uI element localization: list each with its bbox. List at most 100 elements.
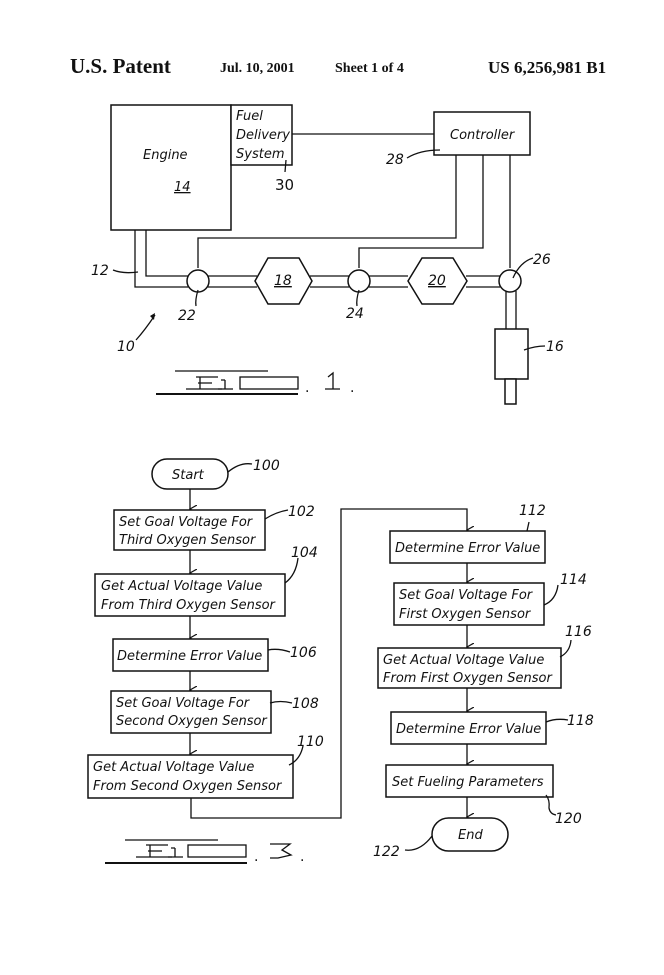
step-104-ref: 104: [291, 545, 318, 561]
step-108-ref: 108: [292, 696, 319, 712]
step-108: [110, 690, 272, 734]
controller-ref: 28: [386, 152, 404, 168]
svg-text:.: .: [350, 380, 354, 396]
controller-label: Controller: [450, 128, 516, 143]
muffler-16: [494, 328, 529, 380]
engine-label: Engine: [143, 148, 188, 163]
controller-block: [433, 111, 531, 156]
leader-102: [264, 509, 289, 520]
oxygen-sensor-24: [347, 269, 371, 293]
leader-106: [267, 648, 291, 653]
patent-header-title: U.S. Patent: [70, 54, 171, 78]
step-104: [94, 573, 286, 617]
sensor-24-ref: 24: [346, 306, 364, 322]
fuel-delivery-line2: Delivery: [236, 128, 290, 143]
patent-number: US 6,256,981 B1: [488, 58, 607, 77]
step-110-ref: 110: [297, 734, 324, 750]
step-112: [389, 530, 546, 564]
step-120-ref: 120: [555, 811, 582, 827]
catalyst-18-ref: 18: [274, 273, 292, 289]
step-114-ref: 114: [560, 572, 587, 588]
leader-108: [269, 700, 293, 704]
sensor-26-ref: 26: [533, 252, 551, 268]
leader-116: [559, 639, 572, 658]
pipe-ref: 12: [91, 263, 109, 279]
step-114-line1: Set Goal Voltage For: [399, 588, 534, 603]
start-ref: 100: [253, 458, 280, 474]
step-104-line1: Get Actual Voltage Value: [101, 579, 262, 594]
leader-10: [135, 314, 156, 341]
fig3-flowchart: Start 100 Set Goal Voltage For Third Oxy…: [87, 458, 594, 865]
step-114: [393, 582, 545, 626]
step-106: [112, 638, 269, 672]
step-106-line1: Determine Error Value: [117, 649, 262, 664]
step-116: [377, 647, 562, 689]
sensor-22-ref: 22: [178, 308, 196, 324]
step-116-ref: 116: [565, 624, 592, 640]
svg-text:.: .: [300, 849, 304, 865]
leader-28: [406, 149, 441, 159]
step-110-line1: Get Actual Voltage Value: [93, 760, 254, 775]
exhaust-pipe-inner: [145, 230, 188, 277]
leader-122: [404, 835, 433, 851]
oxygen-sensor-22: [186, 269, 210, 293]
step-118-line1: Determine Error Value: [396, 722, 541, 737]
leader-16: [523, 345, 546, 351]
leader-26: [512, 257, 534, 279]
catalyst-18: [254, 257, 313, 305]
svg-text:.: .: [254, 849, 258, 865]
step-102: [113, 509, 266, 551]
leader-22: [195, 289, 199, 307]
wire-sensor-22: [197, 155, 457, 268]
system-ref: 10: [117, 339, 135, 355]
leader-114: [543, 584, 559, 606]
leader-100: [227, 463, 253, 473]
step-112-ref: 112: [519, 503, 546, 519]
fuel-delivery-ref: 30: [275, 176, 294, 194]
fuel-delivery-line1: Fuel: [236, 109, 263, 124]
wire-sensor-24: [358, 155, 484, 268]
leader-112: [526, 521, 530, 532]
step-116-line2: From First Oxygen Sensor: [383, 671, 553, 686]
step-120: [385, 764, 554, 798]
catalyst-20: [407, 257, 468, 305]
patent-date: Jul. 10, 2001: [220, 61, 295, 76]
fig1-caption: . .: [156, 370, 354, 396]
end-label: End: [458, 828, 483, 843]
flow-connector: [190, 508, 467, 819]
engine-ref: 14: [174, 180, 191, 195]
engine-block: [110, 104, 232, 231]
step-102-ref: 102: [288, 504, 315, 520]
step-118-ref: 118: [567, 713, 594, 729]
start-label: Start: [172, 468, 205, 483]
step-116-line1: Get Actual Voltage Value: [383, 653, 544, 668]
fuel-delivery-block: [230, 104, 293, 166]
step-114-line2: First Oxygen Sensor: [399, 607, 532, 622]
step-110-line2: From Second Oxygen Sensor: [93, 779, 283, 794]
step-102-line1: Set Goal Voltage For: [119, 515, 254, 530]
muffler-ref: 16: [546, 339, 564, 355]
leader-104: [284, 557, 299, 584]
end-ref: 122: [373, 844, 400, 860]
leader-24: [356, 289, 360, 307]
leader-118: [545, 718, 569, 723]
leader-12: [112, 269, 139, 274]
leader-120: [545, 794, 557, 816]
sheet-number: Sheet 1 of 4: [335, 61, 404, 76]
step-120-line1: Set Fueling Parameters: [392, 775, 544, 790]
step-108-line1: Set Goal Voltage For: [116, 696, 251, 711]
exhaust-pipe-outer: [134, 230, 188, 288]
step-108-line2: Second Oxygen Sensor: [116, 714, 268, 729]
fuel-delivery-line3: System: [236, 147, 284, 162]
step-112-line1: Determine Error Value: [395, 541, 540, 556]
end-terminal: [431, 817, 509, 852]
leader-30: [284, 159, 287, 173]
svg-text:.: .: [305, 380, 309, 396]
fig3-caption: . .: [105, 839, 304, 865]
tailpipe: [504, 378, 517, 405]
arrow-10: [150, 313, 155, 320]
leader-110: [288, 745, 304, 766]
fig1-diagram: Engine 14 Fuel Delivery System 30 Contro…: [91, 104, 564, 405]
catalyst-20-ref: 20: [428, 273, 446, 289]
